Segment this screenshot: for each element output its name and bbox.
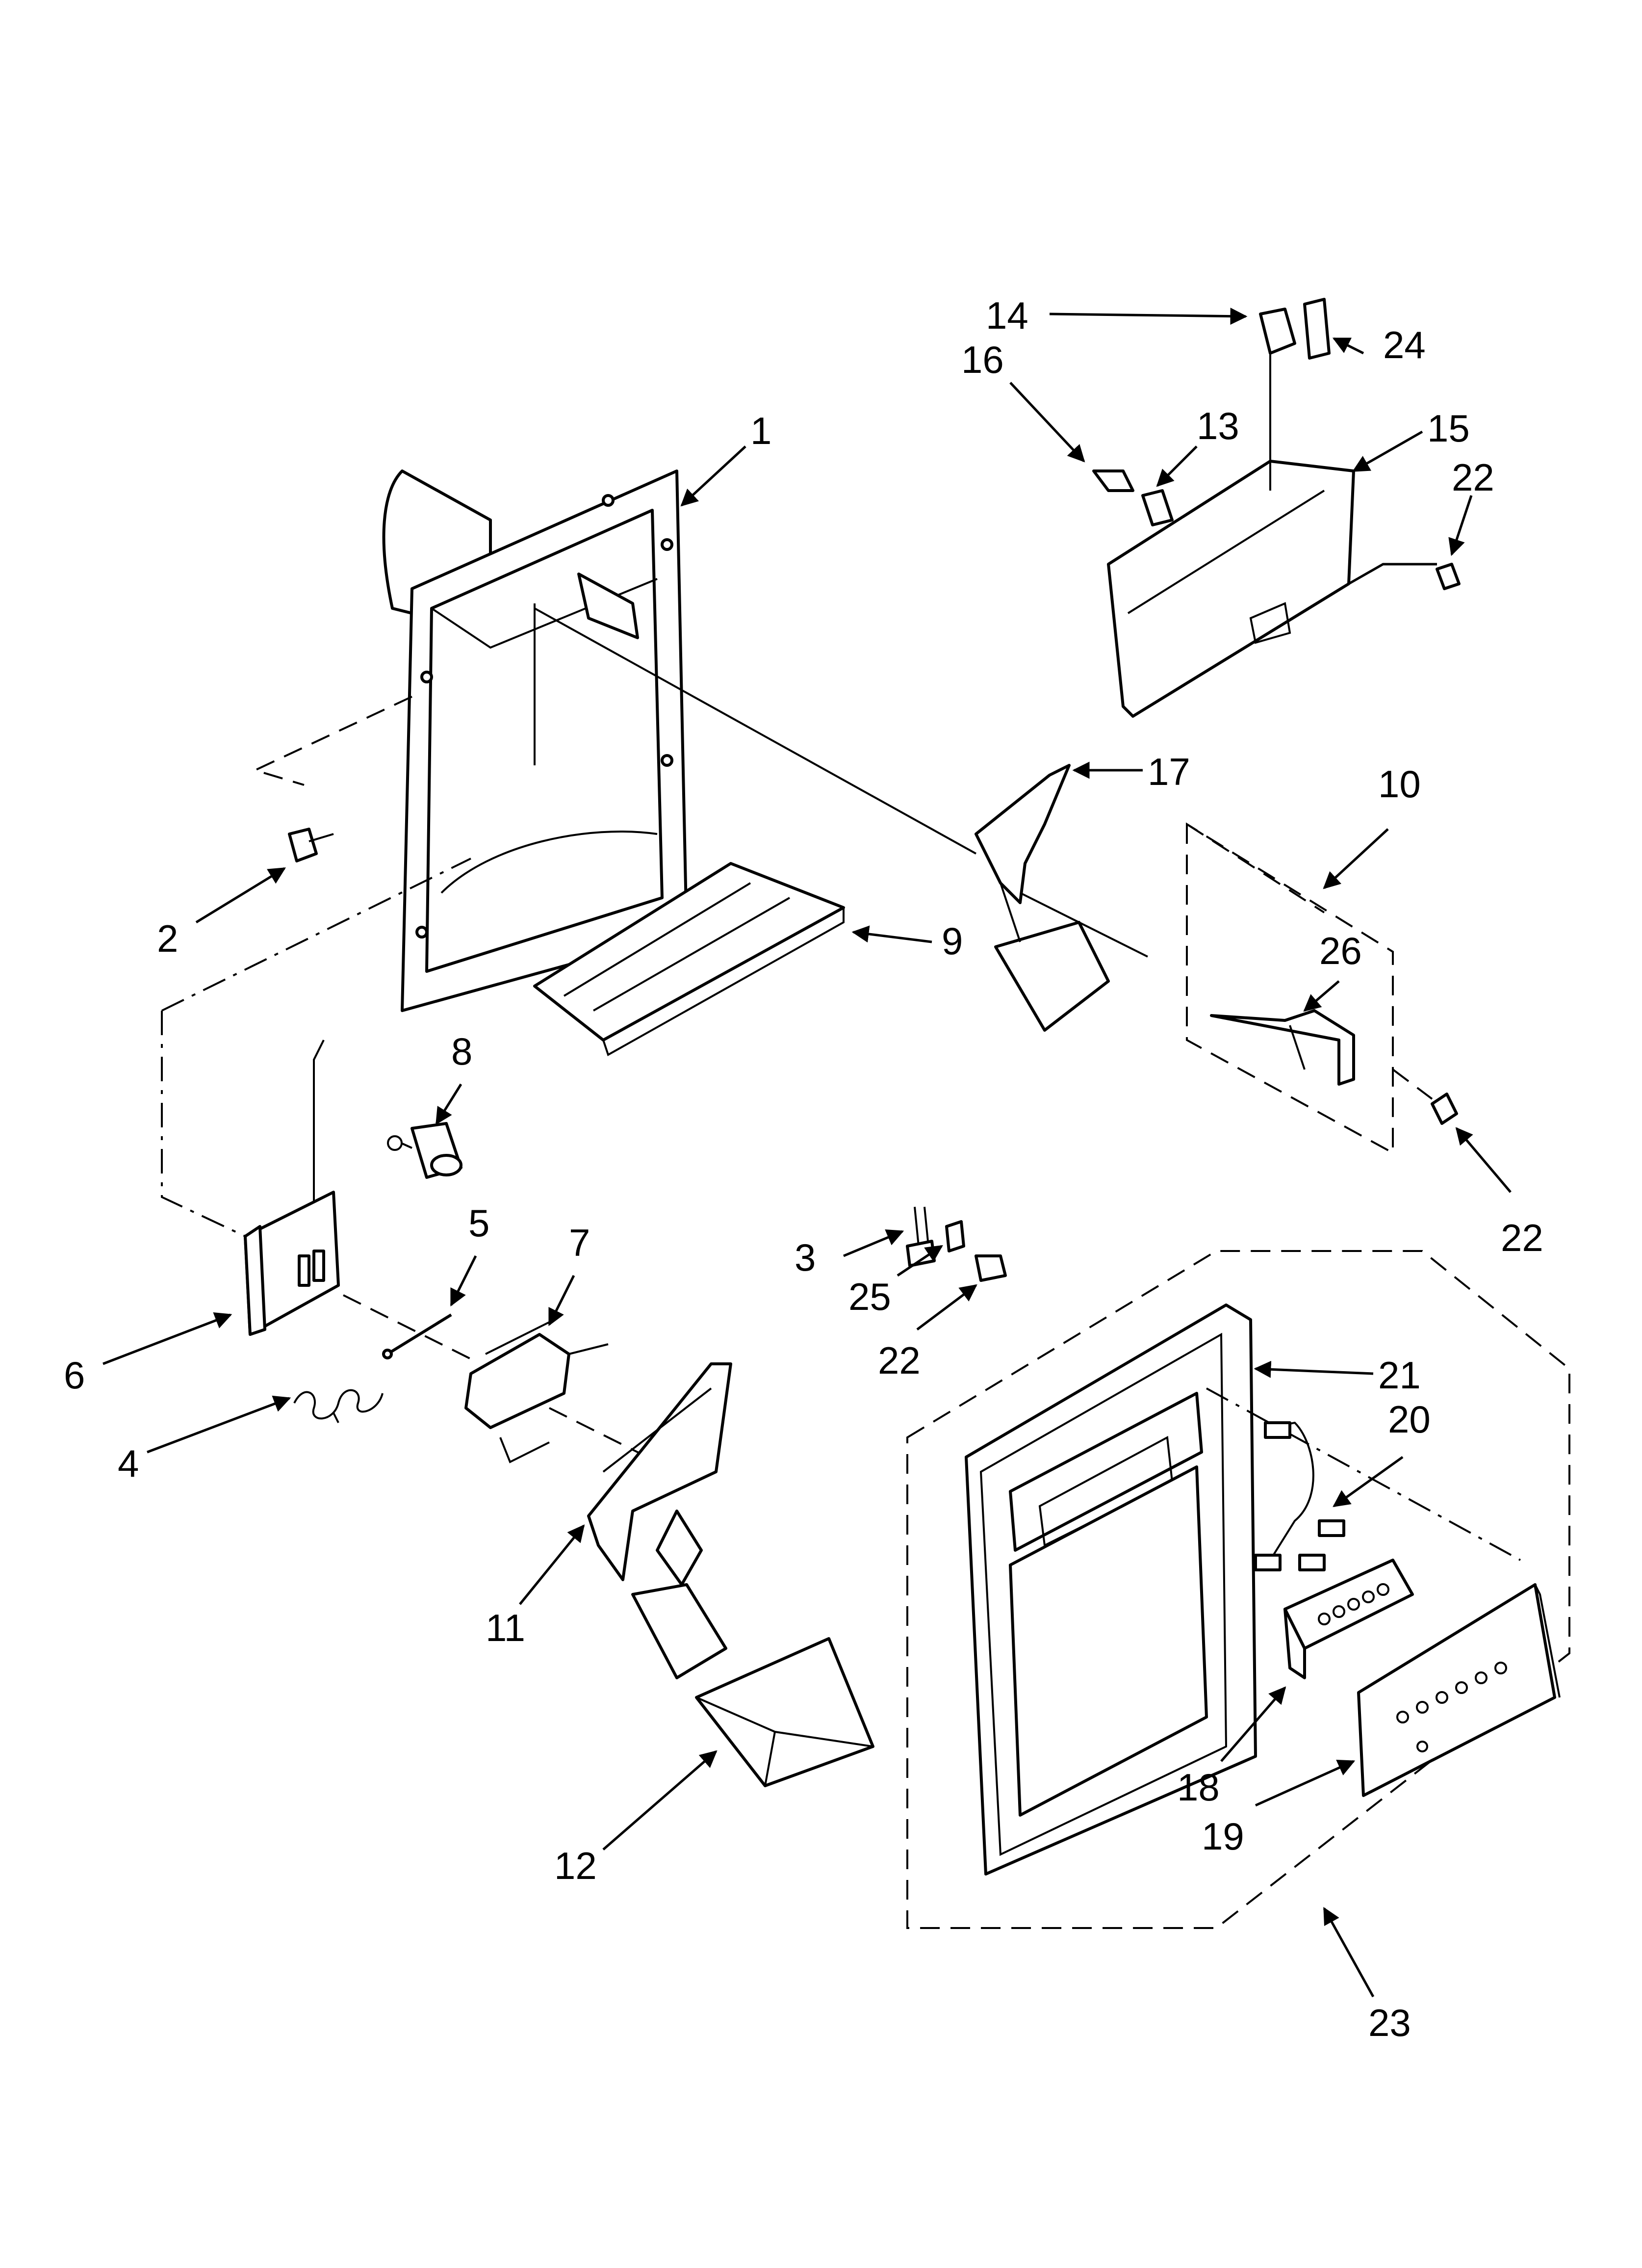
svg-text:25: 25 (848, 1275, 891, 1318)
svg-text:15: 15 (1427, 407, 1470, 450)
callout-16: 16 (961, 338, 1085, 463)
dispenser-housing (382, 469, 688, 1012)
callout-20: 20 (1333, 1398, 1431, 1508)
svg-text:19: 19 (1202, 1815, 1244, 1858)
bracket (343, 1294, 609, 1463)
wire-harness (1254, 1421, 1345, 1571)
callout-7: 7 (548, 1221, 590, 1327)
svg-text:22: 22 (1452, 456, 1494, 499)
svg-text:4: 4 (118, 1442, 139, 1485)
svg-text:16: 16 (961, 338, 1004, 381)
screw-22-top (1436, 563, 1461, 590)
svg-text:23: 23 (1368, 2001, 1411, 2044)
control-panel-overlay (1357, 1583, 1561, 1797)
switch-14 (1259, 308, 1296, 355)
svg-text:26: 26 (1319, 929, 1362, 972)
svg-text:17: 17 (1148, 750, 1190, 793)
water-paddle (975, 764, 1110, 1032)
svg-text:20: 20 (1388, 1398, 1431, 1441)
screw-22-right (1392, 1069, 1458, 1125)
svg-text:5: 5 (468, 1201, 489, 1245)
svg-text:14: 14 (986, 294, 1028, 337)
callout-2: 2 (157, 867, 286, 960)
callout-9: 9 (851, 919, 963, 963)
svg-text:2: 2 (157, 917, 178, 960)
svg-text:8: 8 (451, 1030, 472, 1073)
callout-22-mid: 22 (878, 1284, 977, 1382)
callout-12: 12 (554, 1750, 718, 1887)
ice-dispenser-arm (549, 1362, 732, 1679)
callout-5: 5 (450, 1201, 489, 1307)
svg-text:1: 1 (750, 409, 771, 452)
actuator-housing (1107, 339, 1437, 718)
assembly-10 (1186, 822, 1394, 1155)
svg-text:22: 22 (1501, 1216, 1543, 1259)
callout-6: 6 (64, 1312, 232, 1397)
svg-text:22: 22 (878, 1339, 921, 1382)
svg-text:18: 18 (1177, 1766, 1220, 1809)
callout-4: 4 (118, 1395, 291, 1485)
svg-text:10: 10 (1378, 762, 1421, 806)
callout-17: 17 (1072, 750, 1190, 793)
callout-13: 13 (1156, 404, 1239, 487)
pin (382, 1313, 452, 1359)
callout-1: 1 (680, 409, 771, 507)
svg-text:3: 3 (795, 1236, 816, 1279)
callout-14: 14 (986, 294, 1248, 337)
callout-15: 15 (1352, 407, 1470, 472)
dispenser-facade (965, 1303, 1521, 1876)
control-board (1283, 1559, 1414, 1679)
callout-21: 21 (1254, 1354, 1421, 1397)
callout-8: 8 (435, 1030, 472, 1125)
pad-24 (1303, 298, 1331, 360)
svg-text:24: 24 (1383, 323, 1426, 366)
callout-10: 10 (1323, 762, 1421, 889)
svg-text:7: 7 (569, 1221, 590, 1264)
callout-22-top: 22 (1448, 456, 1494, 556)
ice-chute (695, 1637, 874, 1787)
svg-text:21: 21 (1378, 1354, 1421, 1397)
screw-22-mid (975, 1254, 1007, 1282)
screw-2 (252, 696, 412, 862)
spring-13 (1141, 489, 1174, 526)
drip-tray (533, 862, 845, 1056)
plunger-16 (1092, 469, 1134, 492)
switch-module (161, 858, 471, 1336)
callout-22-right: 22 (1455, 1127, 1543, 1259)
assembly-23 (906, 1250, 1570, 1929)
pad-25 (945, 1220, 965, 1252)
svg-text:12: 12 (554, 1844, 597, 1887)
callout-23: 23 (1323, 1906, 1411, 2044)
callout-24: 24 (1332, 323, 1426, 366)
svg-text:13: 13 (1197, 404, 1239, 447)
svg-text:6: 6 (64, 1354, 85, 1397)
clip-3 (906, 1206, 936, 1267)
callout-18: 18 (1177, 1686, 1286, 1809)
solenoid (387, 1122, 462, 1179)
callout-25: 25 (848, 1245, 943, 1318)
callout-11: 11 (486, 1524, 585, 1649)
svg-text:11: 11 (486, 1606, 525, 1649)
svg-text:9: 9 (942, 919, 963, 963)
callout-3: 3 (795, 1229, 904, 1279)
callout-26: 26 (1303, 929, 1362, 1012)
spring (293, 1389, 384, 1423)
callout-19: 19 (1202, 1759, 1356, 1858)
